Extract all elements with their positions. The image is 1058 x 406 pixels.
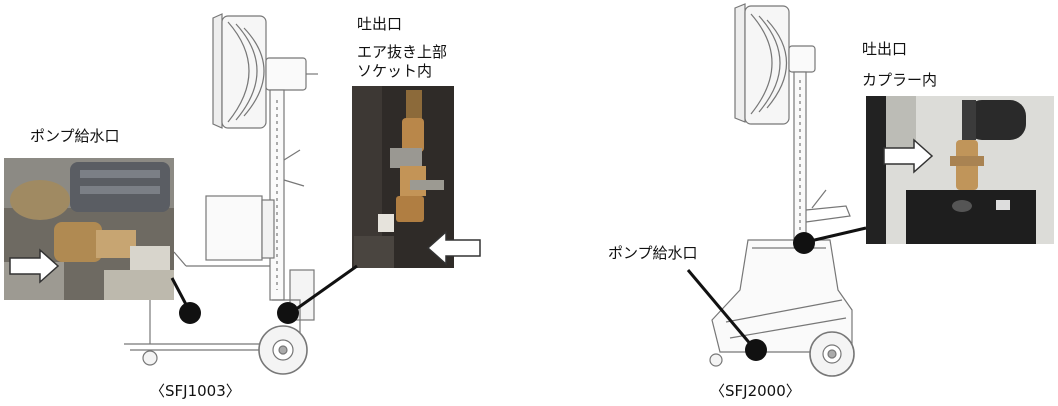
callout-line xyxy=(291,264,358,314)
outlet-socket-photo-sfj1003 xyxy=(352,86,454,268)
callout-dot xyxy=(793,232,815,254)
arrow-right-icon xyxy=(9,248,60,284)
outlet-label-sfj2000: 吐出口 xyxy=(862,40,908,58)
sfj1003-machine xyxy=(124,13,318,375)
callout-line xyxy=(805,226,867,244)
callouts xyxy=(170,226,867,361)
outlet-detail-line2-sfj1003: ソケット内 xyxy=(357,62,433,80)
outlet-label-sfj1003: 吐出口 xyxy=(357,15,403,33)
sfj2000-machine xyxy=(709,3,855,377)
callout-line xyxy=(686,269,754,347)
callout-dot xyxy=(179,302,201,324)
callout-dot xyxy=(277,302,299,324)
model-caption-sfj2000: 〈SFJ2000〉 xyxy=(710,382,801,400)
outlet-coupler-photo-sfj2000 xyxy=(866,96,1054,244)
arrow-left-icon xyxy=(426,230,481,266)
pump-inlet-photo-sfj1003 xyxy=(4,158,174,300)
pump-inlet-label-sfj1003: ポンプ給水口 xyxy=(30,127,120,145)
outlet-detail-line1-sfj1003: エア抜き上部 xyxy=(357,43,448,61)
outlet-detail-sfj2000: カプラー内 xyxy=(862,71,938,89)
callout-dot xyxy=(745,339,767,361)
pump-inlet-label-sfj2000: ポンプ給水口 xyxy=(608,244,698,262)
model-caption-sfj1003: 〈SFJ1003〉 xyxy=(150,382,241,400)
arrow-right-icon xyxy=(883,138,934,174)
